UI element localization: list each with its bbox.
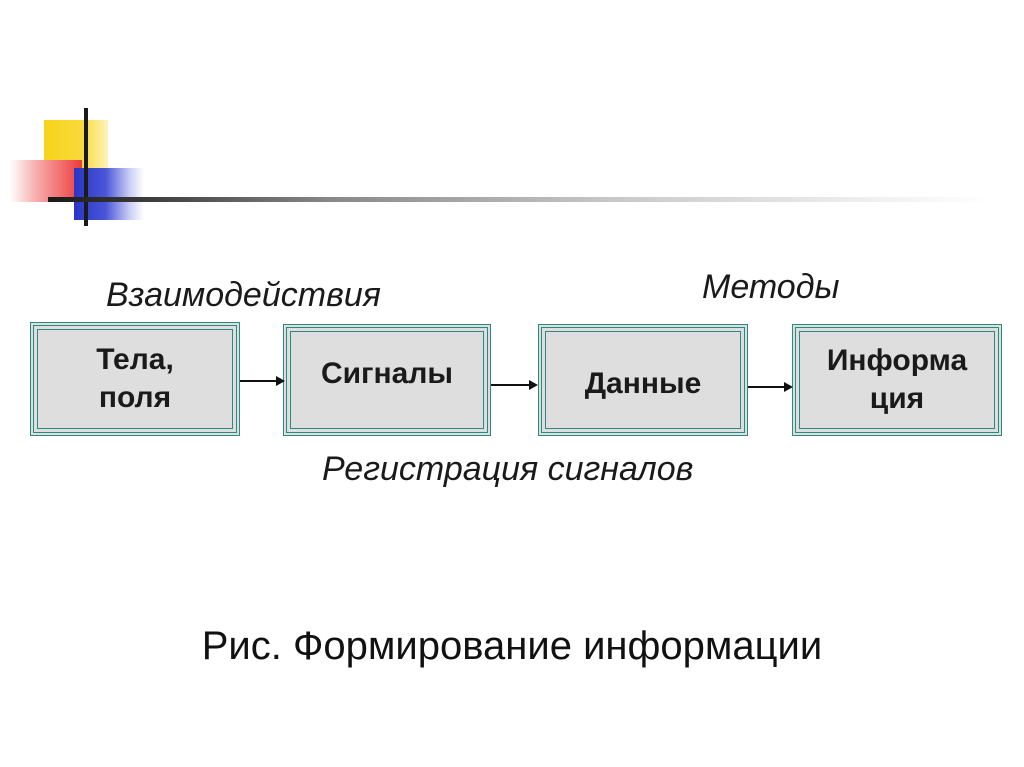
box-information: Информа ция <box>792 324 1002 436</box>
label-registration: Регистрация сигналов <box>322 450 694 488</box>
box-signals: Сигналы <box>283 324 491 436</box>
figure-caption: Рис. Формирование информации <box>201 624 823 668</box>
box-data: Данные <box>538 324 748 436</box>
arrow-signals-to-data <box>491 380 538 390</box>
arrow-bodies-to-signals <box>240 376 285 386</box>
arrow-data-to-information <box>748 382 793 392</box>
box-information-line2: ция <box>869 382 925 415</box>
box-bodies-fields: Тела, поля <box>30 322 240 436</box>
box-data-line1: Данные <box>584 367 702 400</box>
label-methods: Методы <box>702 268 840 306</box>
box-signals-line1: Сигналы <box>320 357 454 390</box>
decor-vertical-line <box>84 108 88 226</box>
label-interactions: Взаимодействия <box>106 276 381 314</box>
decor-red-square <box>10 160 82 202</box>
decor-horizontal-rule <box>48 197 988 202</box>
box-bodies-fields-line2: поля <box>98 381 172 414</box>
box-information-line1: Информа <box>826 344 968 377</box>
box-bodies-fields-line1: Тела, <box>96 343 174 376</box>
